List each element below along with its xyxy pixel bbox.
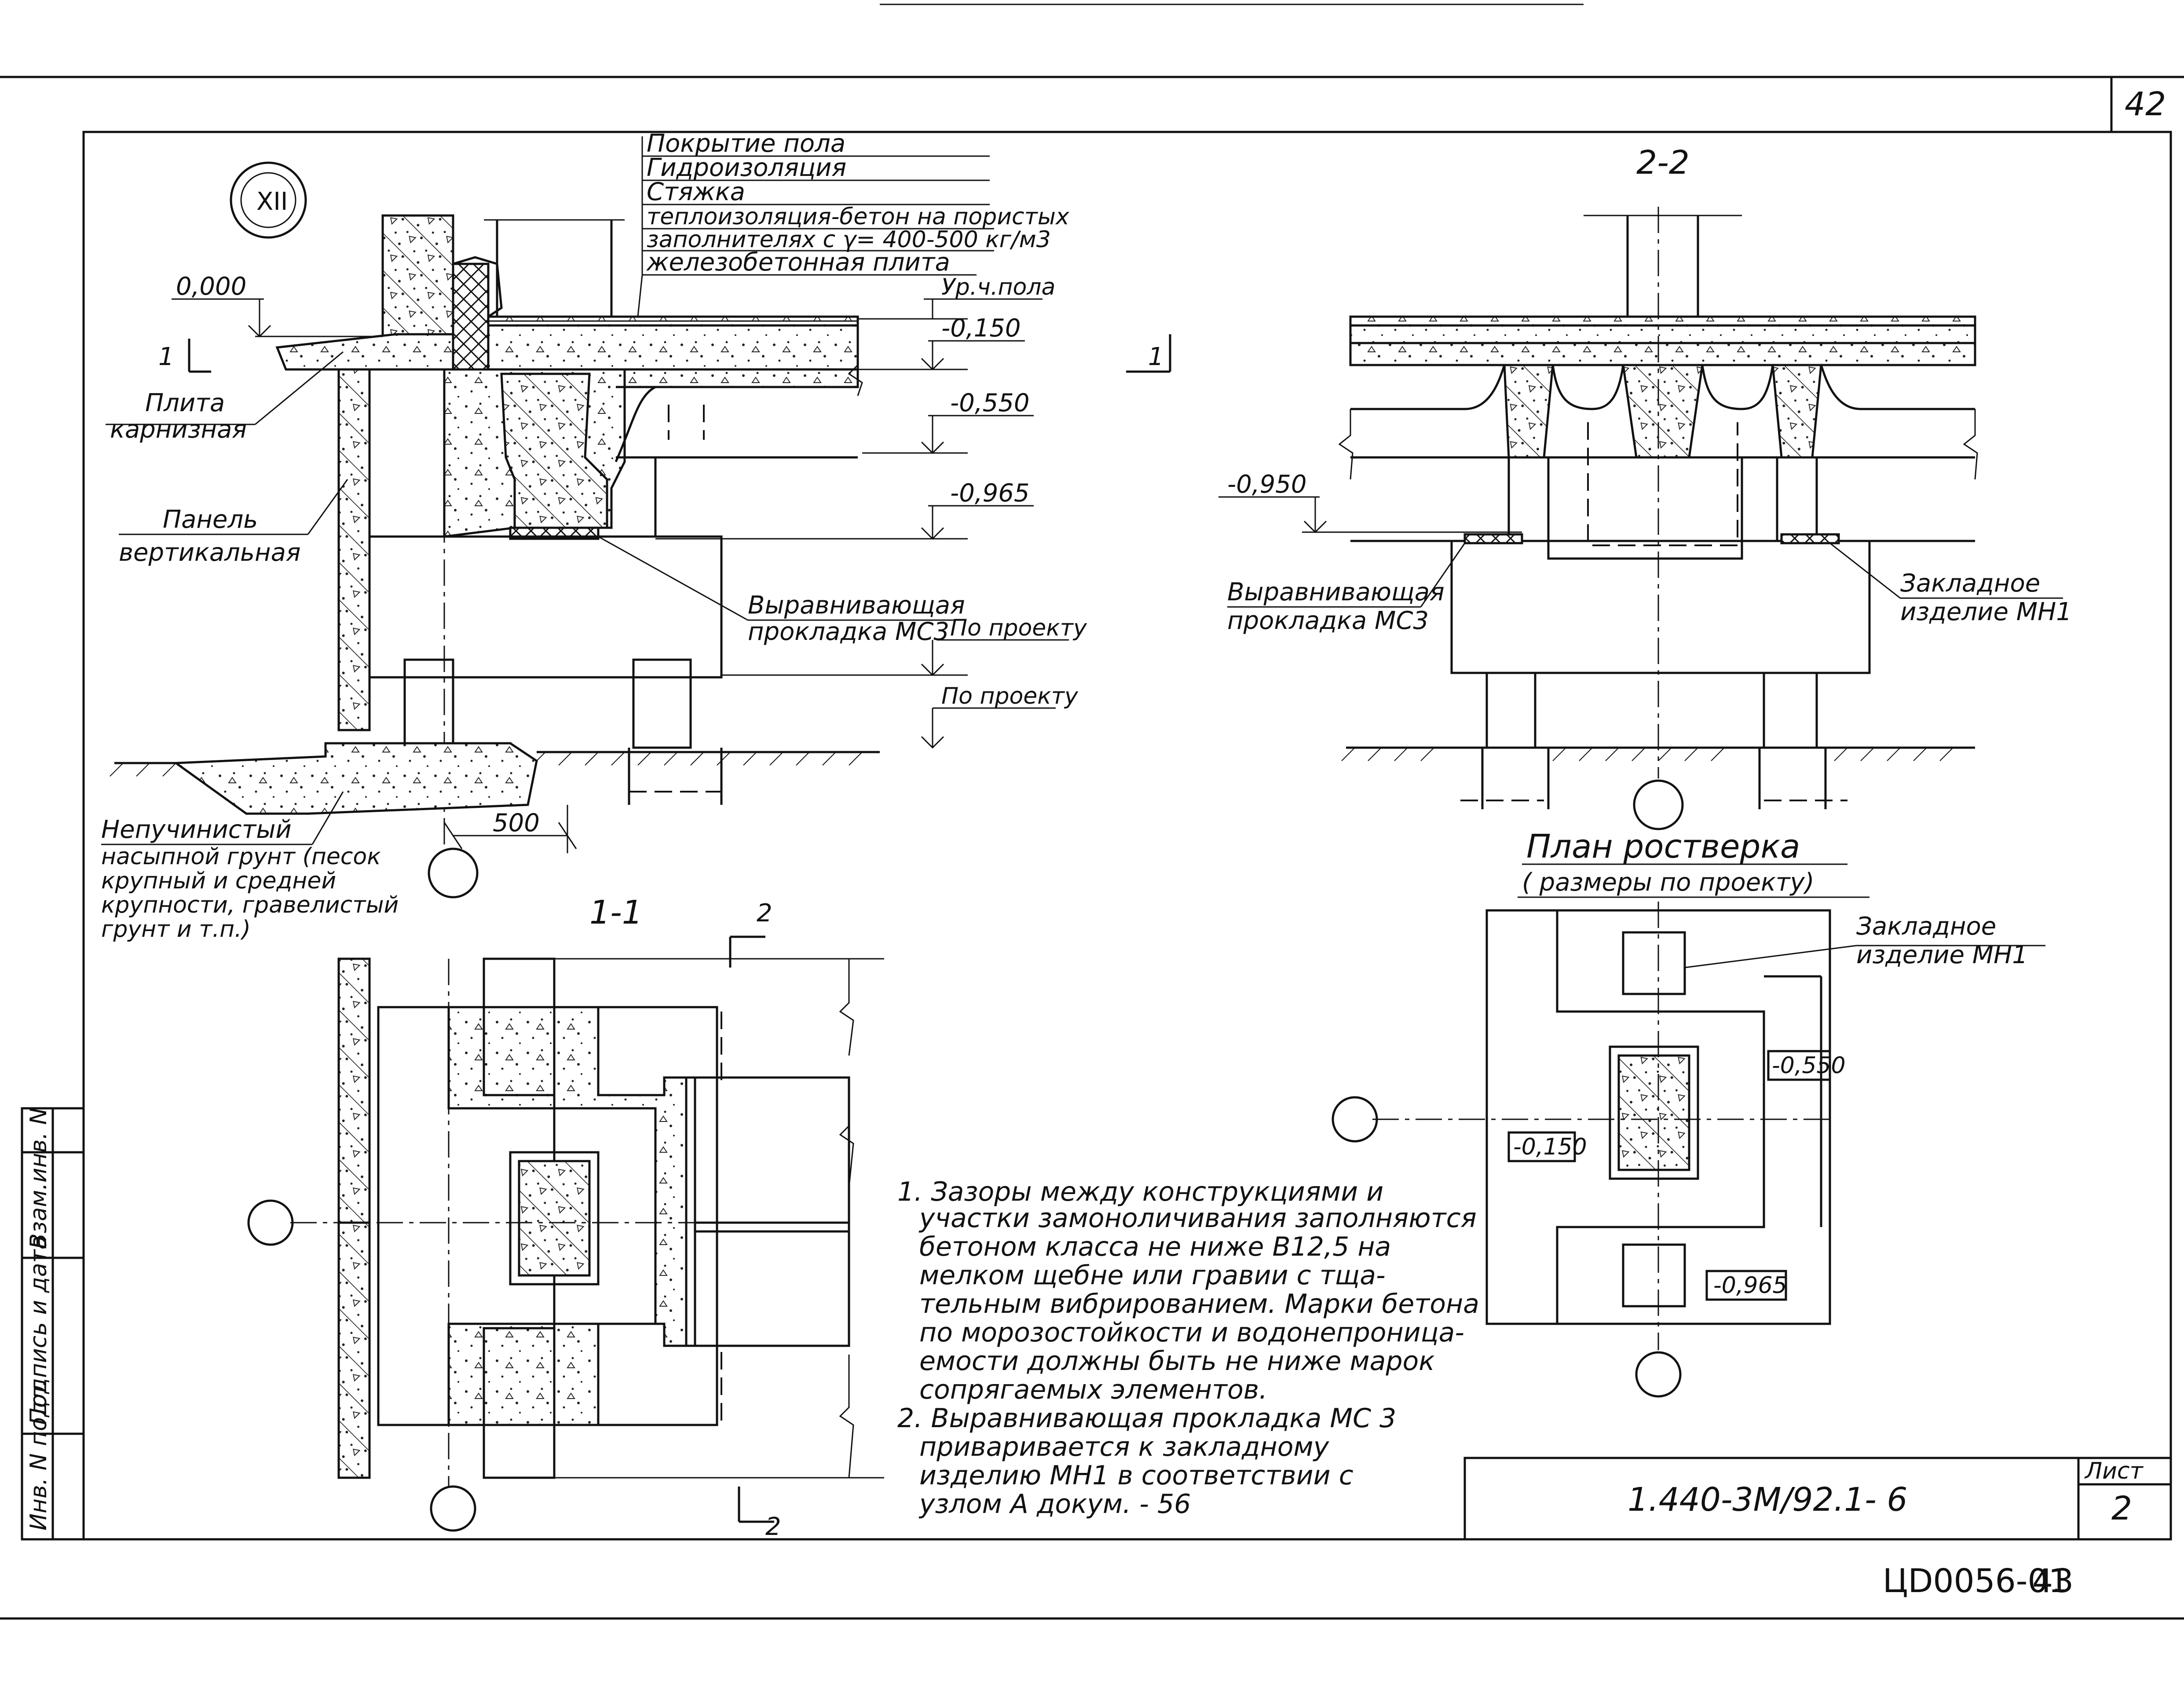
axis-bubble-1-1-left [247,1199,294,1246]
note-line-11: изделию МН1 в соответствии с [919,1460,1354,1491]
pad2-label-1: Выравнивающая [1227,578,1445,606]
note-line-8: сопрягаемых элементов. [919,1374,1267,1405]
layer-6: железобетонная плита [646,248,950,277]
plan-title: План ростверка [1526,828,1800,866]
note-line-6: по морозостойкости и водонепроница- [919,1317,1464,1348]
layer-5: заполнителях с γ= 400-500 кг/м3 [647,226,1051,253]
note-line-3: бетоном класса не ниже В12,5 на [919,1231,1391,1262]
pad-label-2: прокладка МС3 [748,617,949,646]
soil-label-4: крупности, гравелистый [101,892,399,918]
main-section: Покрытие пола Гидроизоляция Стяжка тепло… [101,129,1171,942]
plan-grillage: План ростверка ( размеры по проекту) -0,… [1332,828,2045,1398]
footer-code: ЦD0056-01 [1883,1562,2069,1600]
section-1-1: 1-1 2 2 [247,894,884,1541]
stamp-inv: Инв. N подл. [26,1379,52,1531]
note-line-7: емости должны быть не ниже марок [919,1346,1434,1377]
page-number: 42 [2125,85,2166,123]
note-line-10: приваривается к закладному [919,1432,1330,1462]
note-line-5: тельным вибрированием. Марки бетона [919,1289,1479,1319]
stamp-replace: Взам.инв. N [26,1108,52,1249]
note-line-4: мелком щебне или гравии с тща- [919,1260,1386,1291]
layer-2: Гидроизоляция [647,153,846,182]
plan-mark-550: -0,550 [1772,1052,1846,1079]
note-line-12: узлом А докум. - 56 [918,1489,1191,1520]
elev-965: -0,965 [950,479,1030,508]
plan-embed-label-2: изделие МН1 [1856,941,2028,969]
pad-label-1: Выравнивающая [748,591,965,620]
dim-500: 500 [493,809,540,837]
embed2-label-2: изделие МН1 [1900,598,2072,626]
ground-hatching [110,752,863,777]
layer-legend [637,136,994,317]
layer-1: Покрытие пола [647,129,845,158]
axis-bubble-main [428,848,479,899]
pad2-label-2: прокладка МС3 [1227,606,1429,635]
stamp-sign: Подпись и дата [26,1235,52,1425]
embed2-label-1: Закладное [1900,569,2040,598]
plan-subtitle: ( размеры по проекту) [1522,868,1815,897]
layer-4: теплоизоляция-бетон на пористых [647,204,1070,230]
by-project-1: По проекту [950,615,1087,641]
note-line-9: 2. Выравнивающая прокладка МС 3 [897,1403,1396,1434]
cut-mark-2-top: 2 [757,899,772,928]
soil-label-5: грунт и т.п.) [101,916,251,942]
floor-level: Ур.ч.пола [941,274,1055,300]
slab-label-2: карнизная [110,415,247,444]
plan-mark-150: -0,150 [1513,1134,1587,1160]
soil-label-1: Непучинистый [101,815,292,844]
elev-550: -0,550 [950,389,1030,417]
axis-bubble-plan-left [1332,1096,1378,1143]
doc-number: 1.440-3М/92.1- 6 [1628,1481,1907,1519]
embed-plate-top [1622,931,1686,995]
note-line-2: участки замоноличивания заполняются [918,1203,1477,1234]
cut-mark-1-right: 1 [1148,343,1164,371]
axis-bubble-1-1-bottom [430,1485,476,1532]
by-project-2: По проекту [941,683,1079,709]
elev-150: -0,150 [941,314,1021,343]
sheet-value: 2 [2111,1490,2132,1527]
title-block [1463,1457,2172,1541]
notes-block: 1. Зазоры между конструкциями и участки … [897,1176,1479,1520]
footer-page: 43 [2032,1562,2074,1600]
plan-embed-label-1: Закладное [1856,912,1996,941]
section-2-2-title: 2-2 [1636,144,1690,182]
note-line-1: 1. Зазоры между конструкциями и [897,1176,1383,1207]
sheet-label: Лист [2084,1458,2144,1484]
sheet-frame [0,4,2184,1620]
node-badge-text: XII [256,187,288,216]
cut-mark-2-bottom: 2 [765,1512,781,1541]
section-2-2: 2-2 [1218,144,2072,830]
embed-plate-bottom [1622,1243,1686,1308]
slab-label-1: Плита [145,389,225,417]
elev-zero: 0,000 [176,272,246,301]
cut-mark-1-left: 1 [158,343,174,371]
side-stamp: Инв. N подл. Подпись и дата Взам.инв. N [21,1107,85,1541]
plan-mark-965: -0,965 [1713,1272,1787,1299]
panel-label-1: Панель [163,505,258,534]
section-1-1-title: 1-1 [589,894,643,932]
soil-label-3: крупный и средней [101,868,336,894]
node-badge: XII [230,161,307,239]
axis-bubble-plan-bottom [1635,1351,1682,1398]
axis-bubble-2-2 [1633,779,1684,830]
soil-label-2: насыпной грунт (песок [101,844,381,870]
layer-3: Стяжка [647,178,745,206]
panel-label-2: вертикальная [119,538,301,567]
elev-950: -0,950 [1227,470,1307,499]
